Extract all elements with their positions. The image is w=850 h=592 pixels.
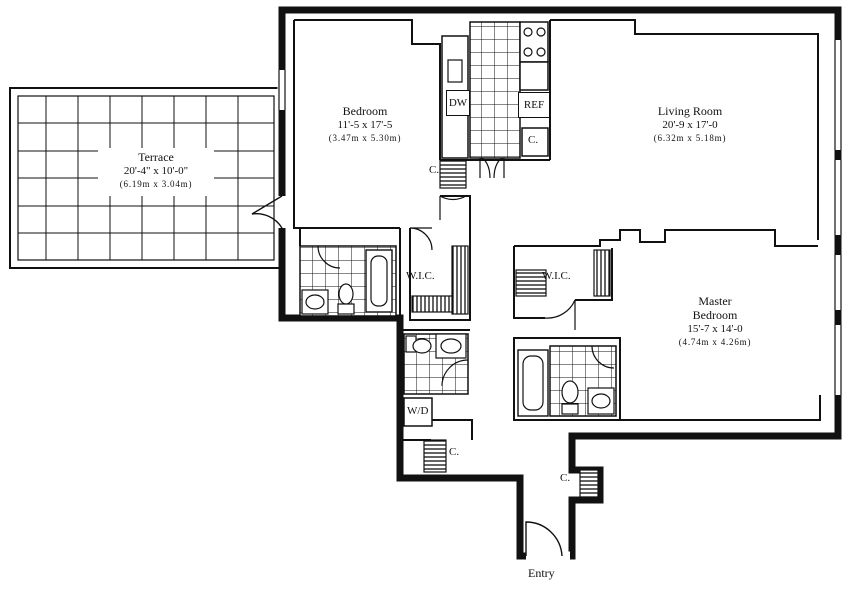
wic-1-tag: W.I.C. <box>406 270 435 282</box>
terrace-door <box>251 195 283 229</box>
kitchen-closet-tag: C. <box>528 134 539 146</box>
master-bedroom-name-1: Master <box>698 294 732 308</box>
hall-bath <box>403 333 469 427</box>
washer-dryer-tag: W/D <box>407 405 429 417</box>
master-bedroom-label: Master Bedroom 15'-7 x 14'-0 (4.74m x 4.… <box>655 294 775 349</box>
bedroom-name: Bedroom <box>342 104 388 118</box>
hall-closet-tag: C. <box>449 446 460 458</box>
living-room-label: Living Room 20'-9 x 17'-0 (6.32m x 5.18m… <box>630 104 750 145</box>
master-bath <box>517 345 617 417</box>
master-bedroom-dim: 15'-7 x 14'-0 <box>687 323 743 335</box>
entry-closet-tag: C. <box>560 472 571 484</box>
terrace-dim: 20'-4" x 10'-0" <box>123 165 189 177</box>
bedroom-bath <box>299 245 397 317</box>
bedroom-label: Bedroom 11'-5 x 17'-5 (3.47m x 5.30m) <box>310 104 420 145</box>
entry-label: Entry <box>528 566 555 580</box>
living-room-name: Living Room <box>657 104 723 118</box>
wic-2 <box>515 249 611 330</box>
outer-walls <box>278 6 842 560</box>
wic-2-tag: W.I.C. <box>542 270 571 282</box>
bedroom-closet <box>439 159 467 220</box>
terrace-name: Terrace <box>138 150 174 164</box>
bedroom-metric: (3.47m x 5.30m) <box>328 133 402 143</box>
living-room-dim: 20'-9 x 17'-0 <box>662 119 718 131</box>
master-bedroom-name-2: Bedroom <box>692 308 738 322</box>
refrigerator-tag: REF <box>518 92 550 118</box>
master-bedroom-metric: (4.74m x 4.26m) <box>678 337 752 347</box>
entry-door <box>525 521 563 557</box>
terrace-label: Terrace 20'-4" x 10'-0" (6.19m x 3.04m) <box>96 150 216 191</box>
living-room-metric: (6.32m x 5.18m) <box>653 133 727 143</box>
entry-closet <box>579 469 599 499</box>
wic-1 <box>409 227 469 315</box>
interior-walls <box>293 19 821 472</box>
bedroom-closet-tag: C. <box>429 164 440 176</box>
dishwasher-tag: DW <box>446 90 470 116</box>
hall-closet <box>423 439 447 473</box>
bedroom-dim: 11'-5 x 17'-5 <box>337 119 393 131</box>
terrace <box>9 87 283 269</box>
terrace-metric: (6.19m x 3.04m) <box>119 179 193 189</box>
